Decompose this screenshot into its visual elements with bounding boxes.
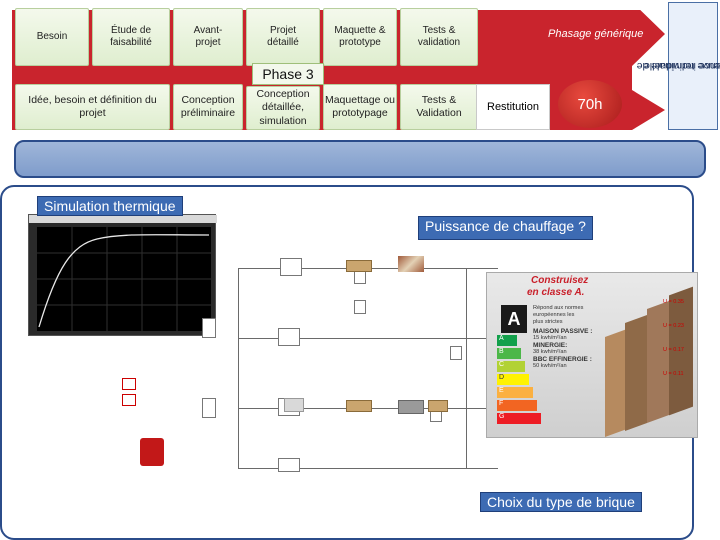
- simulation-label: Simulation thermique: [37, 196, 183, 216]
- phasage-label: Phasage générique: [548, 28, 644, 40]
- energy-class-a: A: [497, 335, 517, 346]
- heating-power-label: Puissance de chauffage ?: [418, 216, 593, 240]
- energy-class-g: G: [497, 413, 541, 424]
- side-label: Épreuve terminale desoutenance individue…: [637, 2, 720, 130]
- step-faisabilite: Étude de faisabilité: [92, 8, 170, 66]
- energy-line: plus strictes: [533, 319, 563, 325]
- side-label-line-2: soutenance individuelle: [644, 60, 720, 73]
- u-value: U = 0.11: [663, 371, 684, 377]
- energy-line: MINERGIE:: [533, 342, 568, 349]
- brick-choice-label: Choix du type de brique: [480, 492, 642, 512]
- energy-class-b: B: [497, 348, 521, 359]
- energy-class-d: D: [497, 374, 529, 385]
- energy-card-heading-2: en classe A.: [527, 287, 585, 298]
- step-tests-validation: Tests & Validation: [400, 84, 478, 130]
- hours-badge: 70h: [558, 80, 622, 128]
- u-value: U = 0.17: [663, 347, 684, 353]
- step-avant-projet: Avant-projet: [173, 8, 243, 66]
- step-conception-detaillee: Conception détaillée, simulation: [246, 86, 320, 130]
- u-value: U = 0.23: [663, 323, 684, 329]
- energy-class-c: C: [497, 361, 525, 372]
- energy-line: MAISON PASSIVE :: [533, 328, 593, 335]
- energy-line: Répond aux normes: [533, 305, 584, 311]
- blue-bar: [14, 140, 706, 178]
- energy-line: BBC EFFINERGIE :: [533, 356, 592, 363]
- energy-class-e: E: [497, 387, 533, 398]
- temperature-curve-icon: [37, 227, 211, 331]
- energy-class-card: Construisez en classe A. A A B C D E F G…: [486, 272, 698, 438]
- simulation-diagram: [110, 238, 510, 508]
- step-projet-detaille: Projet détaillé: [246, 8, 320, 66]
- energy-class-f: F: [497, 400, 537, 411]
- step-besoin: Besoin: [15, 8, 89, 66]
- energy-card-text: Répond aux normes européennes les plus s…: [533, 305, 609, 370]
- energy-line: 38 kwh/m²/an: [533, 349, 567, 355]
- u-value: U = 0.35: [663, 299, 684, 305]
- energy-card-heading-1: Construisez: [531, 275, 589, 286]
- energy-scale: A B C D E F G: [497, 335, 545, 425]
- step-maquette: Maquette & prototype: [323, 8, 397, 66]
- energy-line: 50 kwh/m²/an: [533, 363, 567, 369]
- energy-class-badge: A: [501, 305, 527, 333]
- step-maquettage: Maquettage ou prototypage: [323, 84, 397, 130]
- restitution-box: Restitution: [476, 84, 550, 130]
- step-idee: Idée, besoin et définition du projet: [15, 84, 170, 130]
- phase-tag: Phase 3: [252, 63, 324, 85]
- brick-wall-layers: [605, 286, 695, 437]
- energy-line: 15 kwh/m²/an: [533, 335, 567, 341]
- energy-line: européennes les: [533, 312, 575, 318]
- simulation-plot-window: [28, 214, 217, 336]
- step-tests: Tests & validation: [400, 8, 478, 66]
- step-conception-preliminaire: Conception préliminaire: [173, 84, 243, 130]
